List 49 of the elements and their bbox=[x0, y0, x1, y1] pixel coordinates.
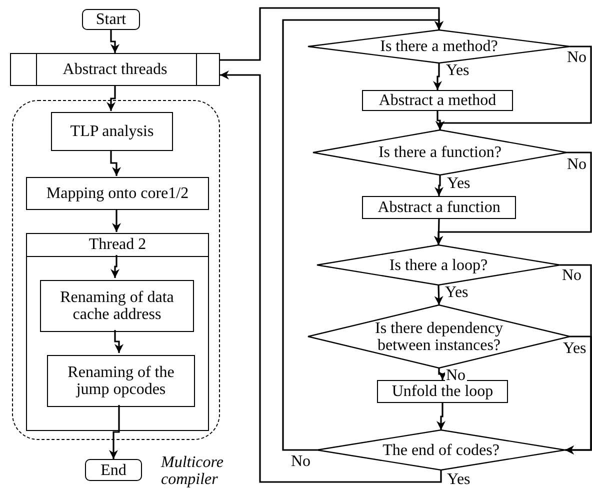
node-label: Is there a method? bbox=[380, 38, 498, 55]
process-box bbox=[51, 112, 173, 151]
arrow bbox=[114, 330, 124, 353]
node-label: End bbox=[100, 462, 126, 478]
arrow bbox=[434, 175, 444, 196]
arrow bbox=[112, 209, 121, 232]
heading: Thread 2 bbox=[88, 236, 146, 253]
process-box bbox=[26, 177, 209, 210]
node-label: Is there a function? bbox=[378, 144, 502, 161]
node-label: The end of codes? bbox=[382, 442, 500, 458]
node-label: Abstract threads bbox=[62, 61, 168, 78]
arrow bbox=[282, 19, 444, 451]
arrow bbox=[110, 150, 121, 176]
node-label: Renaming of the jump opcodes bbox=[66, 364, 176, 398]
node-label: Is there a loop? bbox=[389, 256, 488, 274]
node-label: Abstract a method bbox=[378, 92, 496, 109]
node-label: TLP analysis bbox=[70, 123, 154, 140]
decision-diamond bbox=[317, 245, 560, 285]
arrow bbox=[109, 405, 120, 459]
predefined-process-box bbox=[10, 53, 220, 86]
decision-diamond bbox=[313, 130, 567, 175]
node-label: Abstract a function bbox=[378, 199, 500, 216]
arrow bbox=[220, 70, 442, 483]
node-label: Multicore compiler bbox=[161, 454, 224, 488]
process-box bbox=[362, 196, 516, 219]
arrow bbox=[436, 403, 446, 430]
decision-diamond bbox=[317, 430, 565, 470]
arrow bbox=[565, 336, 592, 454]
node-label: Is there dependency between instances? bbox=[374, 320, 504, 354]
terminal-box bbox=[82, 9, 140, 30]
terminal-box bbox=[85, 459, 142, 481]
process-box bbox=[362, 90, 513, 111]
arrow bbox=[438, 368, 447, 380]
arrow bbox=[110, 255, 120, 278]
arrow bbox=[434, 284, 444, 306]
arrow bbox=[434, 218, 444, 246]
arrow bbox=[433, 63, 442, 90]
arrow bbox=[436, 111, 444, 130]
arrow bbox=[110, 30, 120, 53]
node-label: Unfold the loop bbox=[392, 383, 494, 400]
node-label: Start bbox=[96, 11, 126, 28]
thread-box bbox=[26, 233, 209, 431]
process-box bbox=[377, 380, 508, 403]
process-box bbox=[47, 355, 195, 407]
node-label: Renaming of data cache address bbox=[59, 289, 175, 323]
arrow bbox=[106, 86, 116, 111]
node-label: Mapping onto core1/2 bbox=[46, 185, 189, 202]
process-box bbox=[40, 280, 194, 332]
edge-label: No bbox=[445, 368, 467, 384]
